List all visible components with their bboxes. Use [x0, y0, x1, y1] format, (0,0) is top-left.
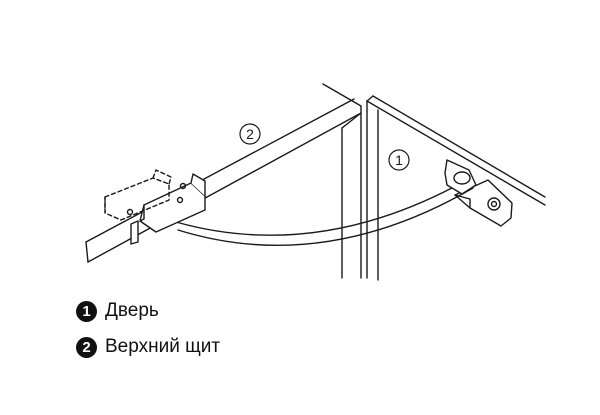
callout-marker-2: 2 [239, 123, 261, 145]
panel-clip [126, 173, 206, 245]
legend-label-top-panel: Верхний щит [105, 336, 221, 357]
side-panel-inner [341, 112, 362, 279]
legend-number-1: 1 [76, 300, 97, 322]
door-bracket [454, 179, 513, 227]
top-panel-front-edge-upper [85, 98, 355, 243]
door-inner-top-edge [366, 100, 546, 206]
door-panel [366, 95, 546, 281]
legend-label-door: Дверь [105, 300, 159, 321]
legend-number-2: 2 [76, 336, 97, 358]
top-panel [85, 83, 362, 263]
svg-text:2: 2 [246, 126, 254, 142]
callout-marker-1: 1 [388, 149, 410, 171]
top-panel-back-edge [322, 83, 362, 107]
top-panel-left-end [85, 241, 89, 263]
hinge-arm [175, 159, 477, 247]
clip-dashed-outline [104, 169, 172, 221]
legend-item-door: 1 Дверь [76, 300, 159, 322]
top-panel-front-edge-lower [87, 112, 362, 263]
legend-item-top-panel: 2 Верхний щит [76, 336, 220, 358]
door-top-edge [372, 95, 546, 198]
door-top-corner [366, 95, 374, 102]
svg-text:1: 1 [395, 152, 403, 168]
